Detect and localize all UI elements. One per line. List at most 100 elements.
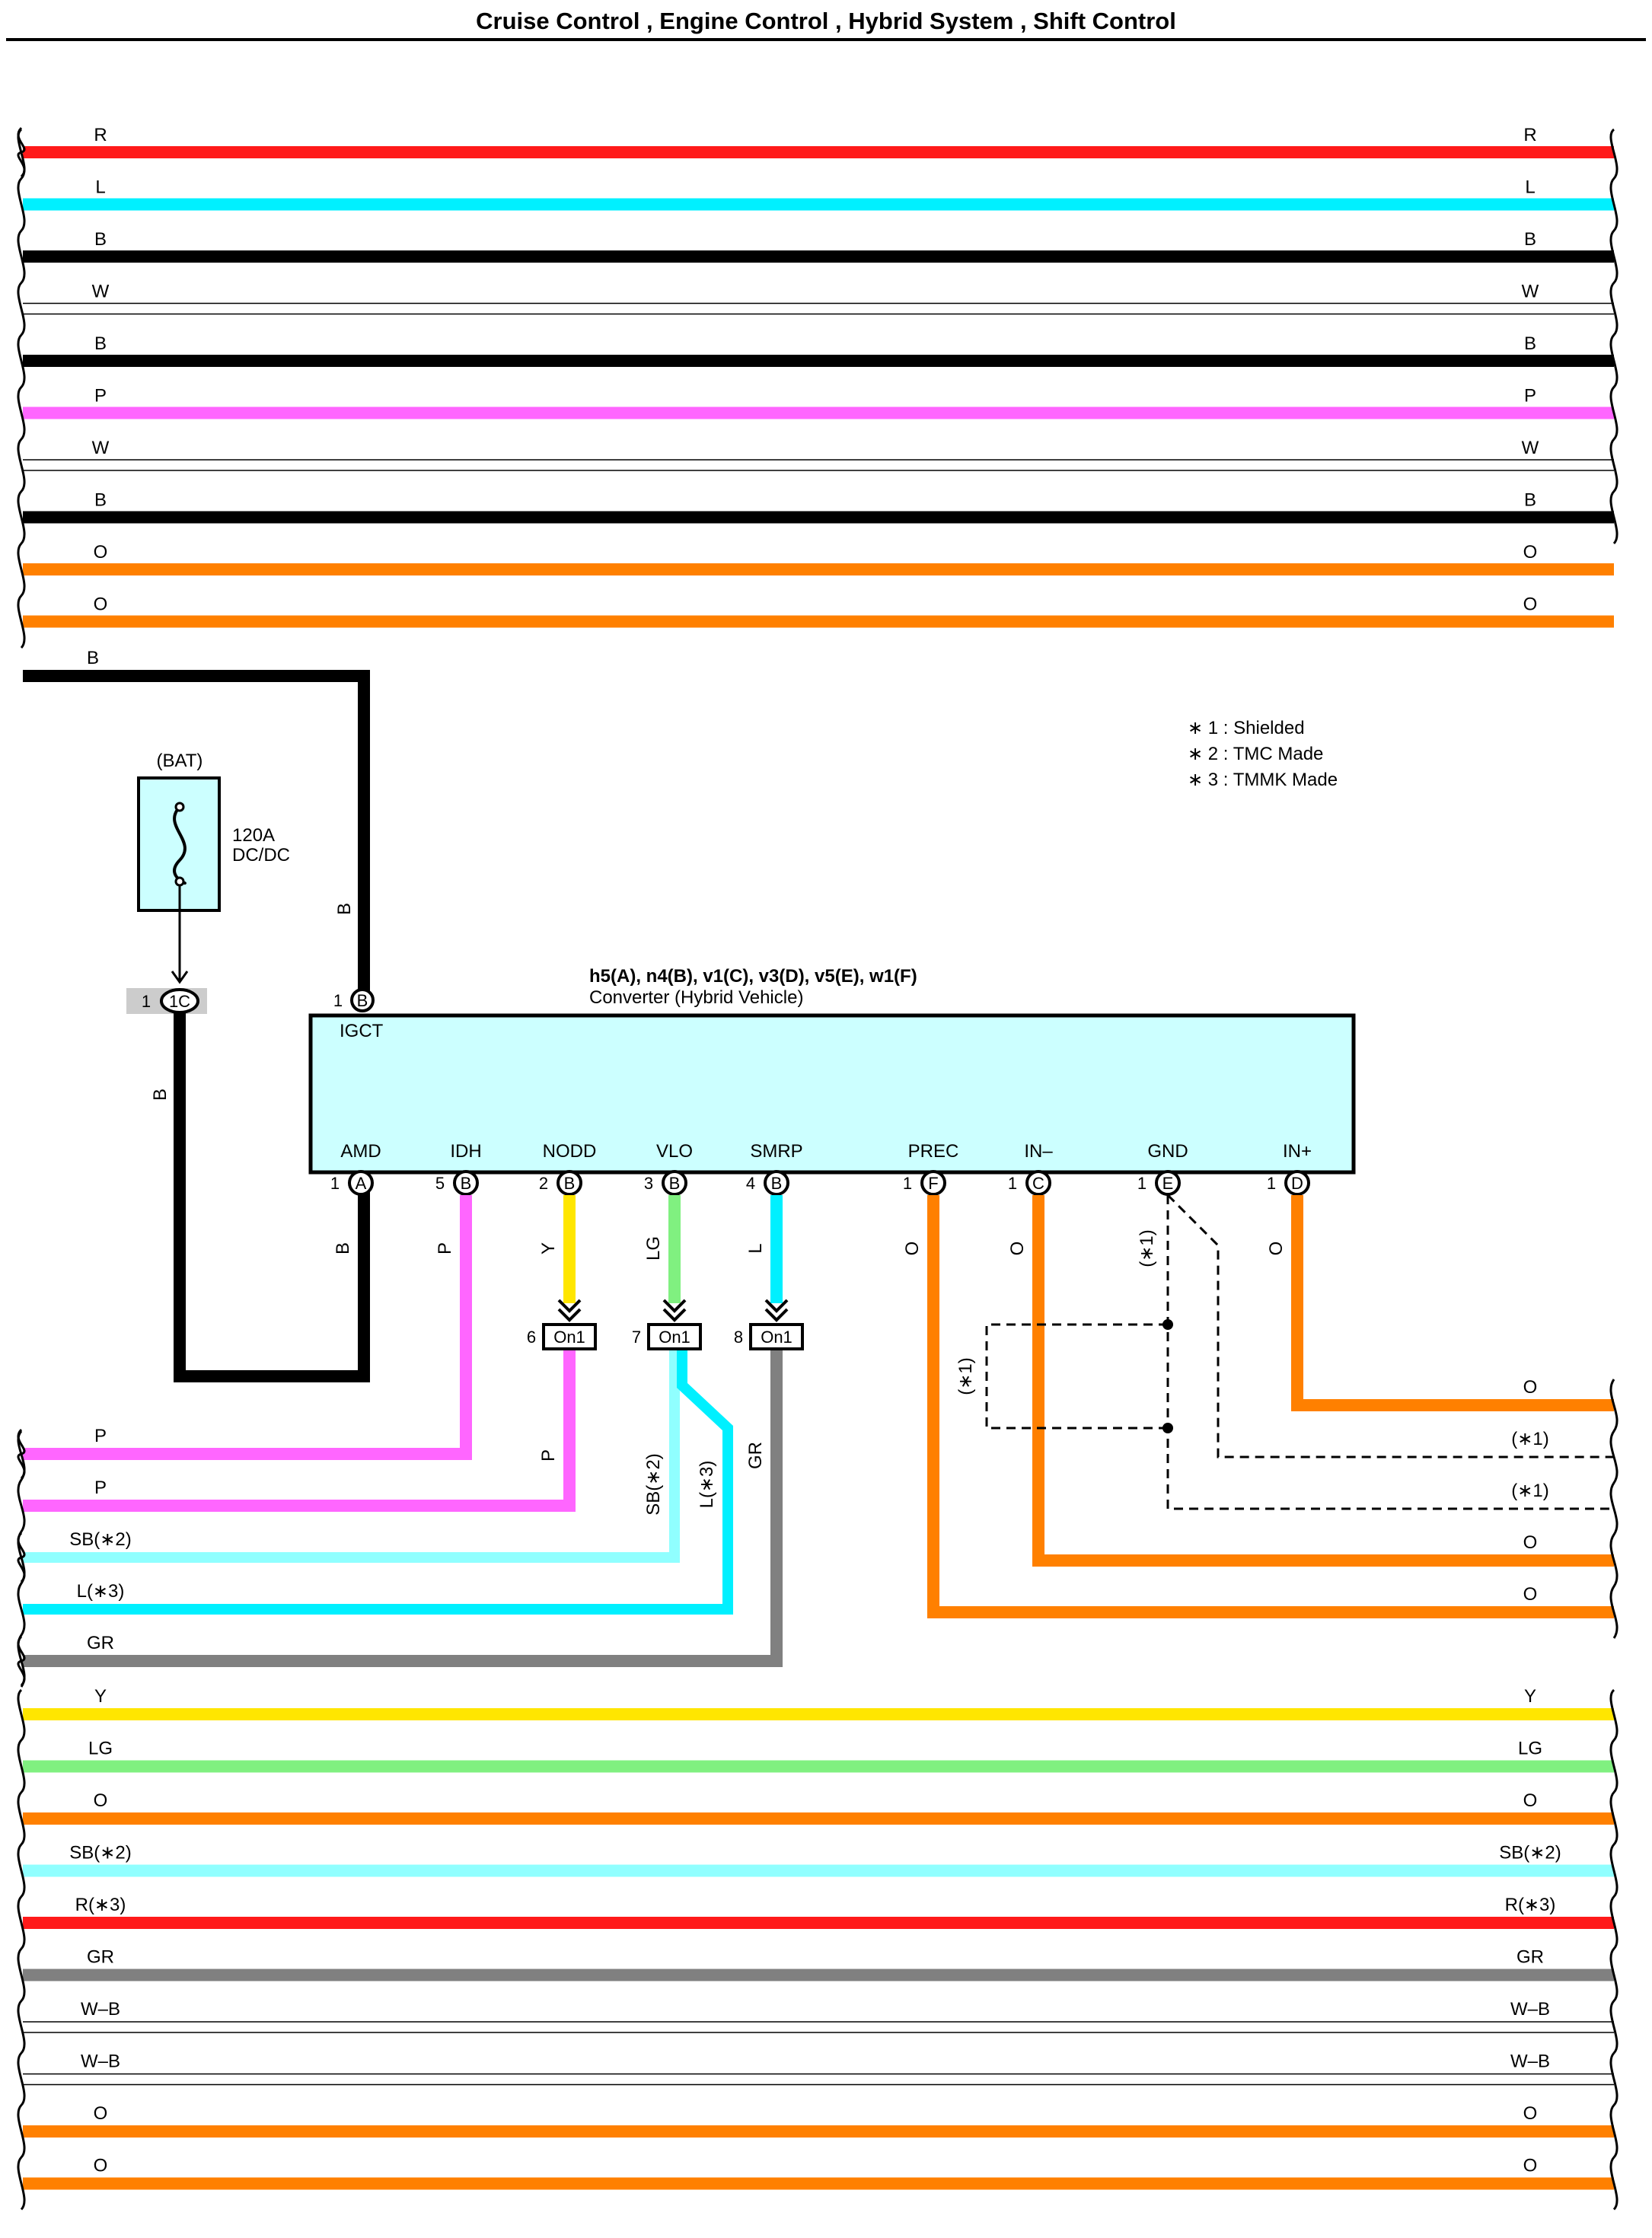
- in-minus-wire: [1032, 1195, 1614, 1567]
- top-wire-label-left: W: [92, 282, 110, 302]
- converter-hybrid-vehicle: h5(A), n4(B), v1(C), v3(D), v5(E), w1(F)…: [308, 966, 1356, 1196]
- in-minus-wire-label: O: [1007, 1242, 1028, 1256]
- note-1: ∗ 1 : Shielded: [1188, 718, 1305, 738]
- prec-wire: [927, 1195, 1614, 1618]
- right-row-label: (∗1): [1511, 1429, 1548, 1449]
- top-wire-label-right: R: [1523, 125, 1536, 145]
- bottom-wire-label-right: O: [1523, 2103, 1538, 2124]
- junction-label: On1: [659, 1328, 690, 1347]
- top-wire-label-right: W: [1522, 438, 1539, 458]
- note-3: ∗ 3 : TMMK Made: [1188, 770, 1338, 790]
- left-row-label: P: [94, 1478, 107, 1498]
- splice-point: [1162, 1423, 1173, 1433]
- pin-terminal: [453, 1170, 479, 1196]
- pin-name: IN–: [1024, 1141, 1053, 1162]
- junction8-gr-wire: [23, 1349, 783, 1667]
- converter-box: [308, 1013, 1356, 1175]
- bottom-wire-label-left: GR: [87, 1947, 114, 1968]
- bottom-wire-label-left: SB(∗2): [69, 1843, 131, 1863]
- converter-codes: h5(A), n4(B), v1(C), v3(D), v5(E), w1(F): [589, 966, 917, 987]
- top-wire-label-left: B: [94, 490, 107, 511]
- junction-label: On1: [553, 1328, 585, 1347]
- left-break-icon: [17, 128, 26, 649]
- right-break-icon: [1609, 128, 1619, 545]
- top-wire-label-right: P: [1524, 386, 1536, 406]
- bottom-wire-label-right: Y: [1524, 1686, 1536, 1707]
- right-lower-break-icon: [1609, 1379, 1619, 1639]
- pin-connector: B: [564, 1174, 576, 1193]
- right-row-label: O: [1523, 1532, 1538, 1553]
- note-2: ∗ 2 : TMC Made: [1188, 744, 1323, 764]
- branch-b-wire: B B: [23, 648, 370, 1000]
- junction-arrow-icon: [764, 1299, 789, 1322]
- right-bottom-break-icon: [1609, 1688, 1619, 2211]
- right-row-label: O: [1523, 1377, 1538, 1398]
- bottom-wire-label-left: W–B: [81, 2052, 120, 2072]
- bottom-wire-label-left: R(∗3): [75, 1895, 126, 1915]
- in-plus-wire-label: O: [1266, 1242, 1287, 1256]
- gnd-wire-label: (∗1): [1137, 1229, 1157, 1267]
- fuse-supply-label: (BAT): [157, 751, 203, 771]
- top-wire-label-left: B: [94, 333, 107, 354]
- top-wire-label-left: P: [94, 386, 107, 406]
- pin-number: 1: [330, 1174, 340, 1193]
- fuse-pin-number: 1: [142, 992, 151, 1011]
- junction6-wire-label: P: [538, 1449, 559, 1462]
- pin-terminal: [1025, 1170, 1051, 1196]
- bottom-wire-label-right: O: [1523, 2156, 1538, 2176]
- junction-number: 8: [734, 1328, 743, 1347]
- pin-connector: A: [356, 1174, 367, 1193]
- pin-name: PREC: [908, 1141, 959, 1162]
- nodd-wire-label: Y: [538, 1242, 559, 1254]
- shield-loop-label: (∗1): [955, 1357, 976, 1395]
- pin-connector: B: [461, 1174, 472, 1193]
- top-wire-label-right: B: [1524, 490, 1536, 511]
- pin-connector: F: [928, 1174, 938, 1193]
- pin-number: 4: [746, 1174, 755, 1193]
- junction-on1-2: On1 7: [632, 1299, 702, 1350]
- pin-terminal: [764, 1170, 789, 1196]
- bottom-wire-label-right: W–B: [1510, 1999, 1550, 2020]
- top-wire-label-right: O: [1523, 595, 1538, 615]
- branch-b-label: B: [87, 648, 99, 668]
- igct-pin-number: 1: [333, 991, 343, 1010]
- fuse-wire-label: B: [150, 1089, 171, 1101]
- bottom-wire-label-right: GR: [1516, 1947, 1544, 1968]
- left-row-label: SB(∗2): [69, 1529, 131, 1550]
- bottom-wire-7: [23, 2021, 1614, 2033]
- pin-name: NODD: [543, 1141, 597, 1162]
- pin-number: 1: [1267, 1174, 1276, 1193]
- converter-name: Converter (Hybrid Vehicle): [589, 987, 803, 1008]
- top-wire-label-left: O: [94, 542, 108, 563]
- igct-pin-name: IGCT: [340, 1021, 384, 1041]
- top-wire-label-right: B: [1524, 229, 1536, 250]
- bottom-wire-label-left: Y: [94, 1686, 107, 1707]
- splice-point: [1162, 1319, 1173, 1330]
- pin-terminal: [1284, 1170, 1310, 1196]
- top-wire-label-right: W: [1522, 282, 1539, 302]
- junction-number: 7: [632, 1328, 641, 1347]
- pin-number: 1: [1008, 1174, 1017, 1193]
- pin-terminal: [557, 1170, 582, 1196]
- top-wire-label-left: B: [94, 229, 107, 250]
- junction7-l-label: L(∗3): [697, 1461, 717, 1509]
- pin-number: 1: [903, 1174, 912, 1193]
- bottom-wire-label-left: LG: [88, 1739, 113, 1759]
- fuse-connector-label: 1C: [169, 992, 190, 1011]
- bottom-wire-label-left: W–B: [81, 1999, 120, 2020]
- pin-connector: D: [1291, 1174, 1303, 1193]
- pin-name: IDH: [450, 1141, 481, 1162]
- pin-terminal: [920, 1170, 946, 1196]
- footnotes: ∗ 1 : Shielded ∗ 2 : TMC Made ∗ 3 : TMMK…: [1188, 718, 1338, 790]
- shield-loop: [985, 1323, 1168, 1430]
- junction7-sb-wire: [23, 1349, 680, 1563]
- fuse-name: DC/DC: [232, 845, 290, 866]
